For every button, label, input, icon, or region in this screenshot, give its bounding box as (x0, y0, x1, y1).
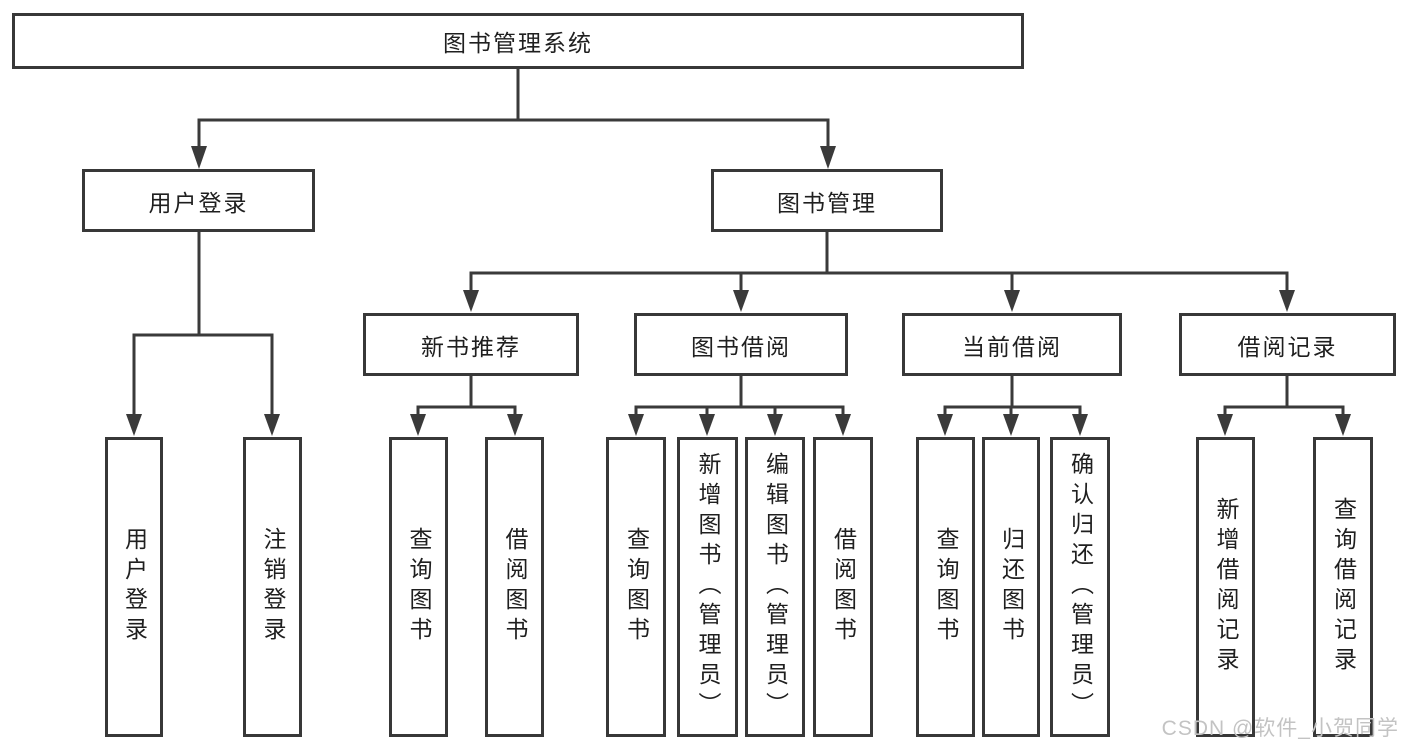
connector-root-branch (197, 67, 830, 148)
leaf-query-books-2-label: 查询图书 (623, 527, 650, 647)
leaf-borrow-books-2: 借阅图书 (813, 437, 873, 737)
watermark: CSDN @软件_小贺同学 (1161, 717, 1399, 740)
node-book-borrow: 图书借阅 (634, 313, 848, 376)
node-book-management-label: 图书管理 (777, 189, 877, 216)
node-borrow-records: 借阅记录 (1179, 313, 1396, 376)
node-root-label: 图书管理系统 (443, 30, 593, 56)
leaf-query-books-2: 查询图书 (606, 437, 666, 737)
leaf-logout-label: 注销登录 (260, 527, 286, 647)
connector-borrow-records-branch (1223, 374, 1345, 417)
leaf-query-books-1: 查询图书 (389, 437, 448, 737)
connector-book-borrow-branch (634, 374, 845, 417)
leaf-logout: 注销登录 (243, 437, 302, 737)
node-user-login: 用户登录 (82, 169, 315, 232)
arrowhead-icon (1003, 414, 1019, 436)
connector-current-borrow-branch (943, 374, 1082, 417)
leaf-edit-books-admin-label: 编辑图书（管理员） (762, 452, 789, 722)
arrowhead-icon (507, 414, 523, 436)
leaf-query-borrow-record: 查询借阅记录 (1313, 437, 1373, 737)
leaf-query-books-1-label: 查询图书 (406, 527, 432, 647)
arrowhead-icon (733, 290, 749, 312)
arrowhead-icon (699, 414, 715, 436)
arrowhead-icon (1335, 414, 1351, 436)
node-borrow-records-label: 借阅记录 (1237, 333, 1338, 360)
connector-new-book-rec-branch (416, 374, 517, 417)
node-current-borrow: 当前借阅 (902, 313, 1122, 376)
leaf-query-borrow-record-label: 查询借阅记录 (1330, 497, 1357, 677)
arrowhead-icon (1004, 290, 1020, 312)
leaf-user-login: 用户登录 (105, 437, 163, 737)
node-user-login-label: 用户登录 (148, 189, 249, 216)
leaf-edit-books-admin: 编辑图书（管理员） (745, 437, 805, 737)
leaf-query-books-3: 查询图书 (916, 437, 975, 737)
arrowhead-icon (767, 414, 783, 436)
leaf-add-borrow-record: 新增借阅记录 (1196, 437, 1255, 737)
arrowhead-icon (937, 414, 953, 436)
arrowhead-icon (463, 290, 479, 312)
node-book-management: 图书管理 (711, 169, 943, 232)
arrowhead-icon (1217, 414, 1233, 436)
leaf-user-login-label: 用户登录 (121, 527, 148, 647)
arrowhead-icon (410, 414, 426, 436)
leaf-query-books-3-label: 查询图书 (933, 527, 959, 647)
connector-book-mgmt-branch (469, 230, 1289, 292)
leaf-borrow-books-1-label: 借阅图书 (502, 527, 528, 647)
leaf-add-books-admin: 新增图书（管理员） (677, 437, 738, 737)
leaf-return-books: 归还图书 (982, 437, 1040, 737)
leaf-add-borrow-record-label: 新增借阅记录 (1213, 497, 1239, 677)
node-book-borrow-label: 图书借阅 (691, 333, 791, 360)
leaf-borrow-books-1: 借阅图书 (485, 437, 544, 737)
arrowhead-icon (628, 414, 644, 436)
arrowheads (126, 146, 1351, 436)
arrowhead-icon (126, 414, 142, 436)
node-current-borrow-label: 当前借阅 (962, 333, 1062, 360)
arrowhead-icon (835, 414, 851, 436)
arrowhead-icon (820, 146, 836, 169)
leaf-add-books-admin-label: 新增图书（管理员） (695, 452, 721, 722)
leaf-borrow-books-2-label: 借阅图书 (830, 527, 857, 647)
node-new-book-recommend: 新书推荐 (363, 313, 579, 376)
leaf-confirm-return-admin: 确认归还（管理员） (1050, 437, 1110, 737)
arrowhead-icon (191, 146, 207, 169)
arrowhead-icon (1072, 414, 1088, 436)
leaf-return-books-label: 归还图书 (998, 527, 1025, 647)
arrowhead-icon (264, 414, 280, 436)
arrowhead-icon (1279, 290, 1295, 312)
connector-user-login-branch (132, 230, 274, 417)
node-root: 图书管理系统 (12, 13, 1024, 69)
node-new-book-recommend-label: 新书推荐 (421, 333, 521, 360)
leaf-confirm-return-admin-label: 确认归还（管理员） (1067, 452, 1094, 722)
